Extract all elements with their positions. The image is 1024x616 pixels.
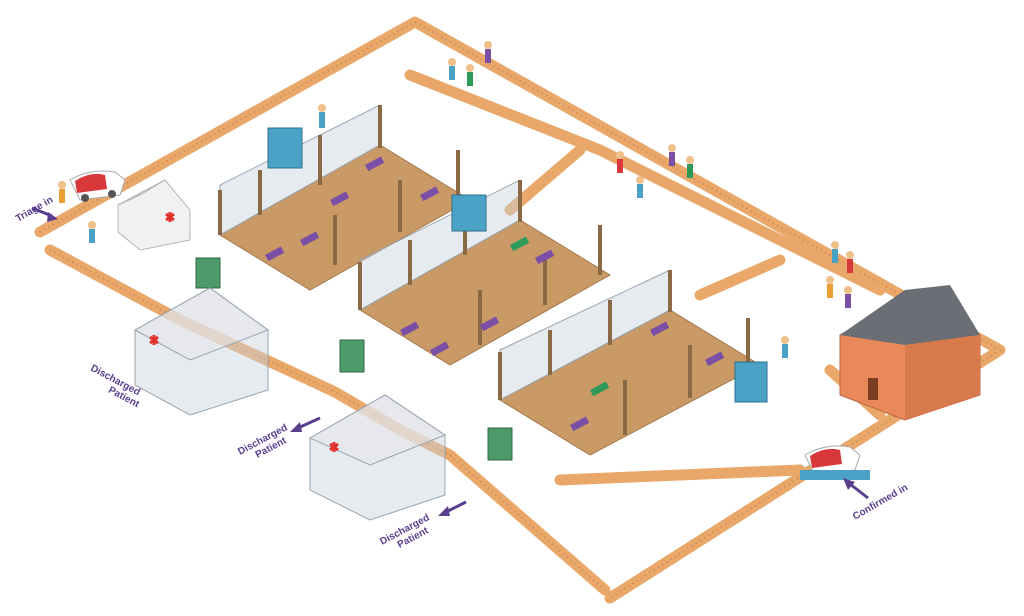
discharged-label-2: Discharged Patient	[236, 421, 297, 467]
discharged-label-3: Discharged Patient	[378, 511, 439, 557]
confirmed-in-label: Confirmed in	[851, 482, 910, 522]
barn-icon	[840, 285, 980, 420]
discharge-tent-2	[310, 395, 445, 520]
ambulance-icon	[70, 171, 125, 202]
triage-tent	[118, 180, 190, 250]
ambulance-icon	[800, 446, 870, 480]
discharged-label-2-group: Discharged Patient	[236, 418, 320, 467]
confirmed-in-label-group: Confirmed in	[843, 478, 910, 523]
triage-in-label-group: Triage in	[14, 195, 58, 225]
